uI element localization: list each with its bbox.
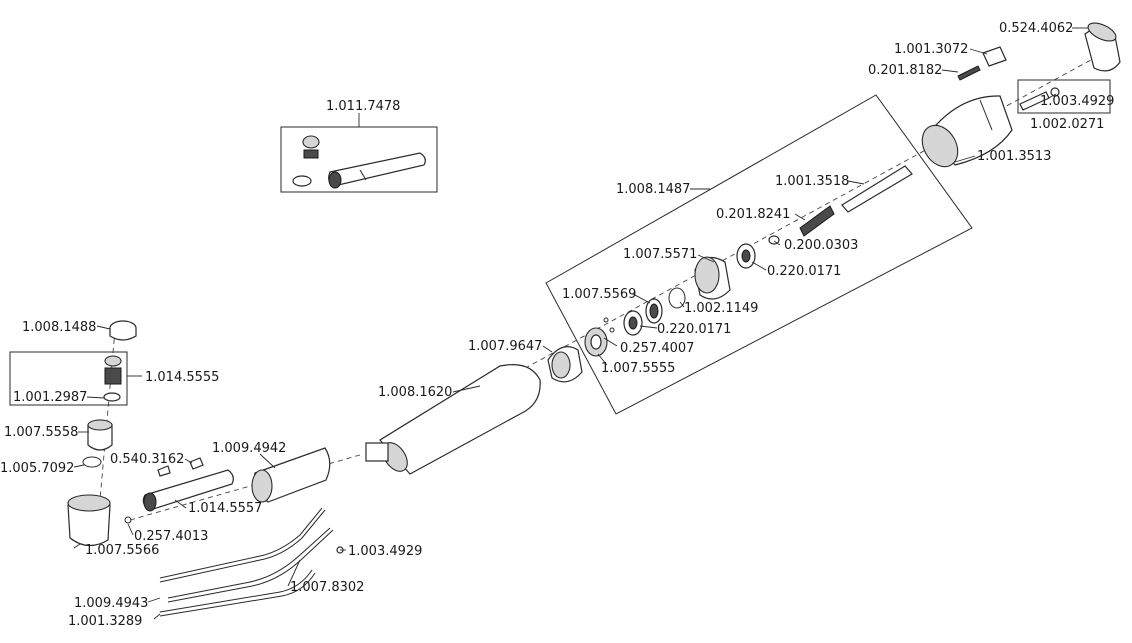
rotor-1014-5555 [103, 355, 122, 402]
head-cap-0524-4062 [1084, 22, 1121, 72]
label-1008-1620: 1.008.1620 [378, 385, 452, 400]
label-1001-3289: 1.001.3289 [68, 614, 142, 629]
label-0540-3162: 0.540.3162 [110, 452, 184, 467]
label-0200-0303: 0.200.0303 [784, 238, 858, 253]
group-box-1008-1487 [545, 94, 973, 415]
tube-1001-3289 [159, 569, 316, 617]
drive-shaft-1014-5557 [142, 469, 234, 512]
head-housing-1001-3513 [921, 95, 1013, 168]
leader-lines [73, 27, 1088, 620]
label-1009-4943: 1.009.4943 [74, 596, 148, 611]
head-1007-5566 [67, 494, 132, 547]
bearing-0220-0171-b [623, 310, 643, 336]
outer-sleeve-1008-1620 [365, 364, 541, 475]
label-1003-4929-bottom: 1.003.4929 [348, 544, 422, 559]
group-box-1014-5555 [9, 351, 128, 406]
shaft-1001-3518 [841, 165, 913, 213]
sleeve-1007-5571 [694, 256, 731, 300]
bearing-0220-0171-a [736, 243, 756, 269]
tube-1009-4943 [159, 507, 326, 583]
label-1011-7478: 1.011.7478 [326, 99, 400, 114]
label-0257-4013: 0.257.4013 [134, 529, 208, 544]
gear-1007-5555 [584, 317, 615, 357]
label-1008-1487: 1.008.1487 [616, 182, 690, 197]
label-1007-5555: 1.007.5555 [601, 361, 675, 376]
label-1002-0271: 1.002.0271 [1030, 117, 1104, 132]
label-0220-0171-b: 0.220.0171 [657, 322, 731, 337]
spring-0201-8241 [799, 205, 835, 237]
label-1005-7092: 1.005.7092 [0, 461, 74, 476]
o-ring-1002-1149 [668, 287, 686, 309]
spring-0201-8182 [957, 65, 981, 81]
label-1007-5566: 1.007.5566 [85, 543, 159, 558]
nose-sleeve-1009-4942 [251, 447, 331, 503]
label-1007-5571: 1.007.5571 [623, 247, 697, 262]
label-0257-4007: 0.257.4007 [620, 341, 694, 356]
label-1008-1488: 1.008.1488 [22, 320, 96, 335]
label-1001-2987: 1.001.2987 [13, 390, 87, 405]
label-1001-3518: 1.001.3518 [775, 174, 849, 189]
label-1009-4942: 1.009.4942 [212, 441, 286, 456]
label-1007-5569: 1.007.5569 [562, 287, 636, 302]
label-0201-8241: 0.201.8241 [716, 207, 790, 222]
bushing-1007-5558 [87, 419, 113, 451]
tube-1007-8302 [167, 527, 334, 603]
label-0220-0171: 0.220.0171 [767, 264, 841, 279]
label-1001-3513: 1.001.3513 [977, 149, 1051, 164]
cap-1008-1488 [109, 320, 137, 341]
pin-0540-3162 [157, 457, 204, 477]
o-ring-1005-7092 [82, 456, 102, 468]
push-button-1001-3072 [982, 46, 1007, 67]
label-1014-5557: 1.014.5557 [188, 501, 262, 516]
label-0524-4062: 0.524.4062 [999, 21, 1073, 36]
inset-drive-shaft [292, 135, 426, 189]
label-1007-8302: 1.007.8302 [290, 580, 364, 595]
label-0201-8182: 0.201.8182 [868, 63, 942, 78]
washer-0200-0303 [768, 235, 780, 245]
group-box-1011-7478 [280, 113, 438, 193]
group-box-1002-0271 [1017, 79, 1111, 114]
ring-1007-5569 [645, 298, 663, 324]
label-1014-5555: 1.014.5555 [145, 370, 219, 385]
label-1001-3072: 1.001.3072 [894, 42, 968, 57]
label-1007-9647: 1.007.9647 [468, 339, 542, 354]
label-1002-1149: 1.002.1149 [684, 301, 758, 316]
coupling-1007-9647 [547, 346, 583, 383]
part-labels: 0.524.4062 1.001.3072 0.201.8182 1.003.4… [0, 21, 1114, 629]
label-1007-5558: 1.007.5558 [4, 425, 78, 440]
label-1003-4929: 1.003.4929 [1040, 94, 1114, 109]
